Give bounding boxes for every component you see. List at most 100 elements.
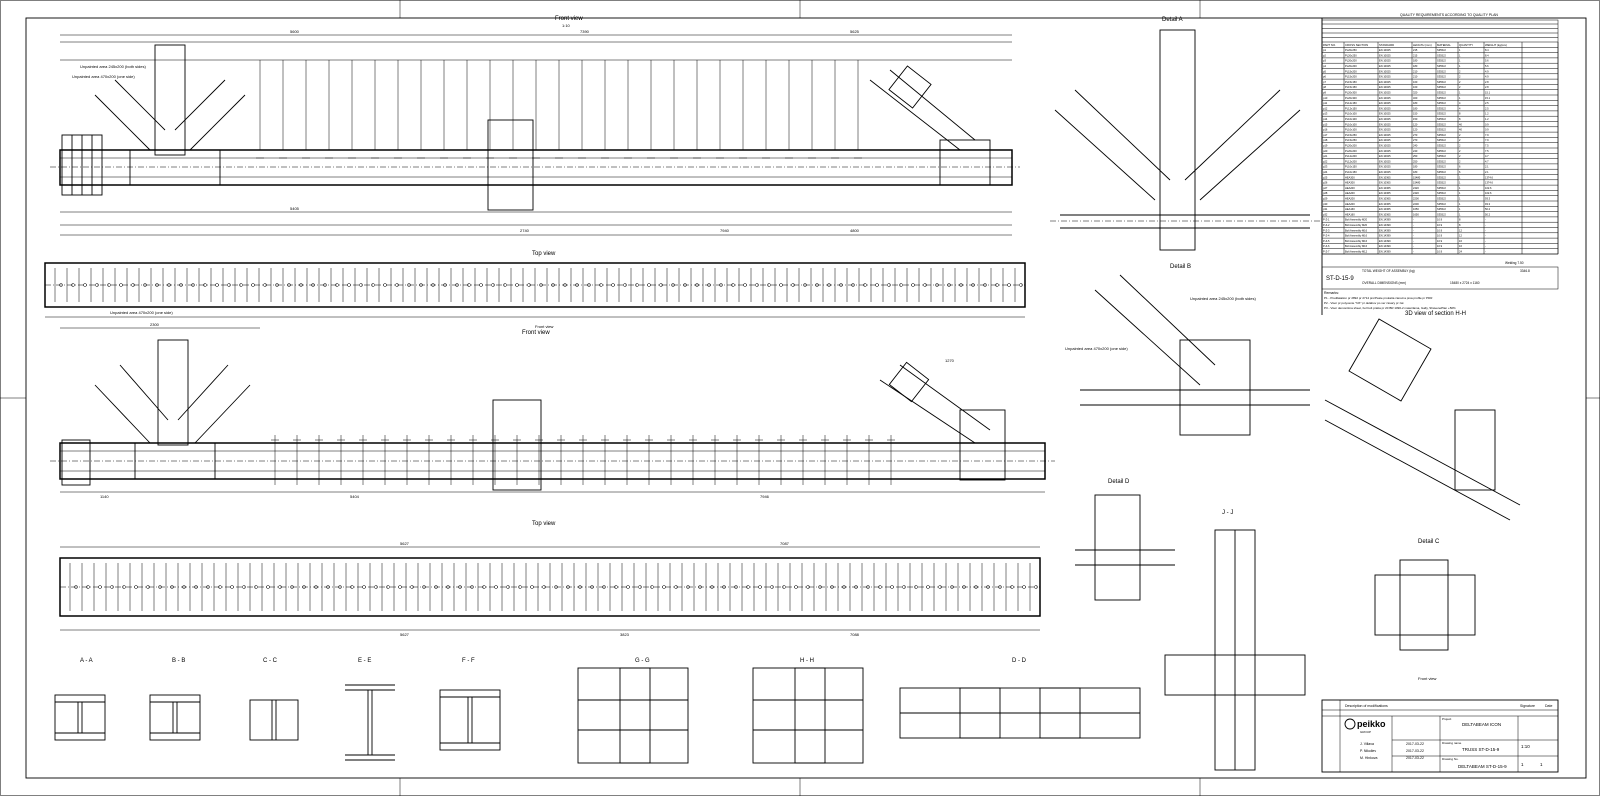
table-cell: 180 — [1413, 106, 1418, 110]
bolt-hole — [659, 283, 663, 287]
table-cell: EN 10025 — [1379, 96, 1391, 100]
right-node-top — [869, 65, 991, 186]
bolt-hole — [935, 283, 939, 287]
table-cell: - — [1485, 245, 1486, 248]
bolt-hole — [818, 585, 822, 589]
bolt-hole — [587, 283, 591, 287]
bolt-hole — [143, 283, 147, 287]
top-view-bottom: Top view 5627 7087 5627 3823 7088 — [59, 521, 1041, 637]
bolt-hole — [515, 283, 519, 287]
table-cell: S355J2 — [1437, 117, 1446, 121]
hanger-rods — [271, 435, 895, 485]
bolt-hole — [458, 585, 462, 589]
table-cell: EN 10365 — [1379, 197, 1391, 201]
table-cell: p3 — [1323, 59, 1326, 63]
bolt-hole — [731, 283, 735, 287]
table-cell: 4 — [1459, 106, 1461, 110]
company-name: peikko — [1357, 719, 1386, 729]
bolt-hole — [887, 283, 891, 287]
bolt-hole — [170, 585, 174, 589]
table-cell: 102.6 — [1485, 186, 1492, 190]
detail-d-title: Detail D — [1108, 479, 1130, 485]
table-cell: 8 — [1459, 112, 1461, 116]
bolt-hole — [59, 283, 63, 287]
detail-a-title: Detail A — [1162, 17, 1183, 23]
table-cell: 10.9 — [1437, 250, 1443, 254]
dim-label: 5600 — [290, 29, 300, 34]
table-cell: EN 10025 — [1379, 154, 1391, 158]
table-cell: - — [1485, 240, 1486, 243]
bolt-hole — [770, 585, 774, 589]
bolt-hole — [707, 283, 711, 287]
dim-label: 5405 — [290, 206, 300, 211]
table-cell: S355J2 — [1437, 85, 1446, 89]
note-unpainted: Unpainted area 470x200 (one side) — [1065, 346, 1128, 351]
bolt-hole — [866, 585, 870, 589]
bolt-hole — [710, 585, 714, 589]
table-cell: 12 — [1459, 234, 1462, 238]
bolt-hole — [950, 585, 954, 589]
date-label: Date — [1545, 704, 1552, 708]
table-cell: 270 — [1413, 133, 1418, 137]
table-cell: EN 14399 — [1379, 218, 1391, 222]
table-cell: p25 — [1323, 175, 1328, 179]
table-cell: EN 10025 — [1379, 48, 1391, 52]
bolt-hole — [326, 585, 330, 589]
table-cell: S355J2 — [1437, 138, 1446, 142]
table-cell: PL15x150 — [1345, 85, 1357, 89]
assembly-mark: ST-D-15-9 — [1326, 276, 1354, 282]
dim-label: 4800 — [850, 228, 860, 233]
assembly-dims-value: 15480 x 2724 x 1160 — [1450, 281, 1480, 285]
table-cell: 1.2 — [1485, 117, 1489, 121]
table-cell: 150 — [1413, 112, 1418, 116]
table-cell: 7.9 — [1485, 133, 1489, 137]
table-cell: 250 — [1413, 159, 1418, 163]
table-cell: 120 — [1413, 122, 1418, 126]
table-cell: 2 — [1459, 75, 1461, 79]
bolt-hole — [590, 585, 594, 589]
bolt-hole — [983, 283, 987, 287]
table-cell: 2420 — [1413, 191, 1419, 195]
table-cell: EN 10025 — [1379, 85, 1391, 89]
table-cell: PL12x200 — [1345, 154, 1357, 158]
table-cell: 180 — [1413, 64, 1418, 68]
table-cell: 8.4 — [1485, 48, 1489, 52]
bolt-hole — [962, 585, 966, 589]
table-cell: EN 10365 — [1379, 207, 1391, 211]
table-cell: HEA200 — [1345, 202, 1355, 206]
table-cell: p13 — [1323, 112, 1328, 116]
table-cell: P-Z-4 — [1323, 234, 1330, 238]
table-cell: p15 — [1323, 122, 1328, 126]
bolt-hole — [230, 585, 234, 589]
bolt-hole — [74, 585, 78, 589]
bolt-hole — [338, 585, 342, 589]
section-cc-shape — [249, 699, 299, 741]
bolt-hole — [359, 283, 363, 287]
table-cell: PL20x250 — [1345, 53, 1357, 57]
dim-label: 7946 — [760, 494, 770, 499]
dim-label: 7940 — [720, 228, 730, 233]
table-cell: 0.9 — [1485, 128, 1489, 132]
bolt-hole — [431, 283, 435, 287]
bolt-hole — [347, 283, 351, 287]
table-cell: S355J2 — [1437, 96, 1446, 100]
table-cell: EN 14399 — [1379, 228, 1391, 232]
table-cell: HEA160 — [1345, 207, 1355, 211]
front-view-ref: Front view — [1418, 676, 1437, 681]
bolt-hole — [110, 585, 114, 589]
table-cell: 160 — [1413, 80, 1418, 84]
bolt-hole — [311, 283, 315, 287]
table-cell: 5.6 — [1485, 64, 1489, 68]
bolt-hole — [842, 585, 846, 589]
table-cell: EN 10365 — [1379, 186, 1391, 190]
table-cell: PL15x200 — [1345, 69, 1357, 73]
bolt-hole — [1007, 283, 1011, 287]
table-cell: - — [1485, 224, 1486, 227]
section-views: A - A B - B C - C E - E F - F G - G — [54, 510, 1306, 771]
table-cell: 160 — [1413, 85, 1418, 89]
top-view-top-title: Top view — [532, 251, 556, 257]
bolt-hole — [287, 283, 291, 287]
dim-label: 1140 — [100, 494, 109, 499]
front-view-mid-title: Front view — [522, 330, 550, 336]
bolt-hole — [254, 585, 258, 589]
